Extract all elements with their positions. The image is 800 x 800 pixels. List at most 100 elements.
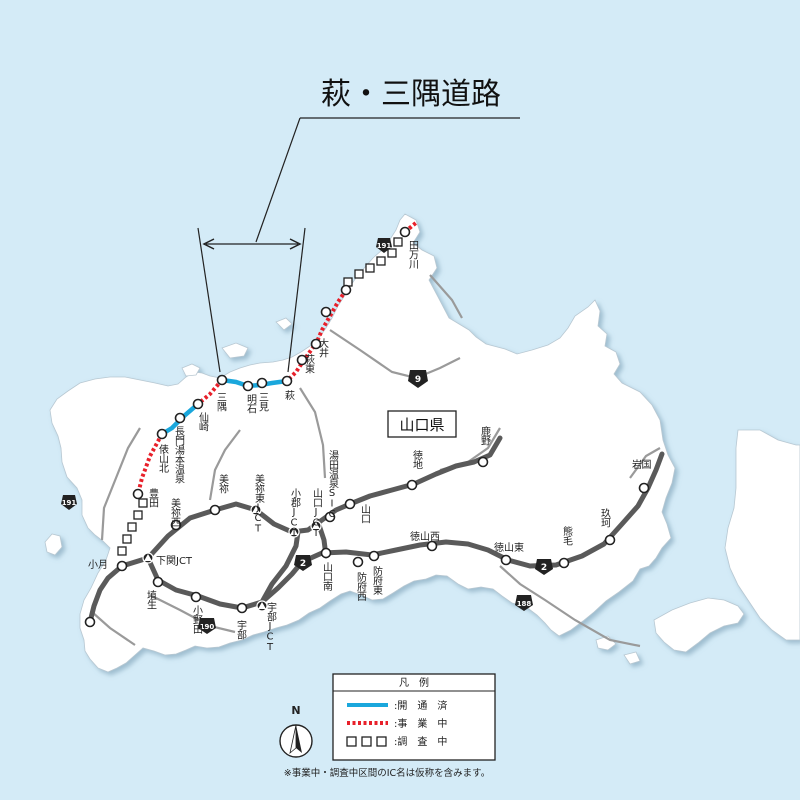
ic-hofu-higashi: [368, 550, 380, 562]
svg-text:191: 191: [62, 499, 77, 507]
construction-oi: [314, 288, 348, 345]
label: 長門湯本温泉: [173, 426, 185, 484]
island-se2: [623, 651, 641, 665]
ic-node: [320, 306, 332, 318]
ic-sw-end: [84, 616, 96, 628]
label: 宇部: [235, 619, 247, 641]
label: 徳山西: [410, 530, 440, 543]
label: 豊田: [147, 487, 159, 508]
ic-kuga: [604, 534, 616, 546]
shield-2-west: 2: [294, 555, 312, 571]
label: 美祢西: [169, 497, 181, 527]
map-title: 萩・三隅道路: [321, 77, 501, 112]
svg-text:188: 188: [517, 600, 532, 608]
label: 埴生: [145, 589, 157, 610]
legend-construction-label: :事 業 中: [394, 717, 447, 730]
label: 明石: [245, 394, 257, 414]
label: 山口: [359, 504, 370, 524]
survey-segments: [117, 237, 403, 556]
svg-text:191: 191: [377, 242, 392, 250]
survey-square: [127, 522, 137, 532]
ic-oi: [310, 338, 322, 350]
survey-square: [376, 256, 386, 266]
ic-yuda: [324, 511, 336, 523]
label: 小郡JCT: [289, 488, 301, 539]
prefecture-box: 山口県: [387, 410, 457, 438]
legend: 凡 例 :開 通 済 :事 業 中 :調 査 中: [332, 673, 496, 761]
callout-right-line: [287, 227, 306, 373]
north-arrow: N: [279, 704, 313, 758]
ic-node: [340, 284, 352, 296]
survey-square: [133, 510, 143, 520]
ic-tawarayama: [156, 428, 168, 440]
route-shields: 191 9 191 2 2 188 190: [61, 238, 553, 634]
expressways: [87, 435, 665, 625]
island-north: [275, 317, 293, 331]
label: 熊毛: [561, 525, 573, 546]
shield-188: 188: [515, 595, 533, 611]
survey-square: [387, 248, 397, 258]
road-central: [299, 387, 327, 479]
ic-ube: [236, 602, 248, 614]
ic-hanyu: [152, 576, 164, 588]
label: 美祢東JCT: [253, 473, 265, 534]
construction-hagi-higashi: [285, 344, 316, 383]
survey-square: [354, 269, 364, 279]
label: 防府東: [371, 565, 383, 596]
survey-square: [365, 263, 375, 273]
label: 防府西: [355, 571, 367, 601]
label: 小野田: [191, 605, 203, 634]
ic-sanmi: [256, 377, 268, 389]
ic-yamaguchi-minami: [320, 547, 332, 559]
label: 下関JCT: [156, 555, 193, 567]
road-9-north: [329, 329, 461, 380]
ic-senzaki: [192, 398, 204, 410]
ic-ozuki: [116, 560, 128, 572]
label: 大井: [317, 337, 329, 359]
survey-square: [393, 237, 403, 247]
label: 萩東: [303, 354, 315, 375]
label: 美祢: [217, 473, 229, 495]
callout-arrow-right: [289, 238, 302, 250]
ic-hagi: [281, 375, 293, 387]
survey-square: [138, 498, 148, 508]
east-land: [724, 429, 800, 641]
road-sw: [91, 611, 136, 646]
ic-kano: [477, 456, 489, 468]
ic-yumoto: [174, 412, 186, 424]
ic-tokuyama-nishi: [426, 540, 438, 552]
construction-tawarayama: [136, 433, 164, 495]
ic-labels: 田万川 大井 萩東 萩 三見 明石 三隅 仙崎 長門湯本温泉 俵山北 豊田 美祢…: [88, 240, 652, 653]
label: 田万川: [407, 240, 419, 269]
open-hagi-misumi: [219, 377, 290, 389]
label: 山口JCT: [311, 488, 322, 539]
shield-191-west: 191: [61, 495, 77, 510]
label: 三見: [257, 392, 269, 412]
ic-toyota: [132, 488, 144, 500]
svg-text:190: 190: [200, 623, 215, 631]
road-190: [149, 594, 236, 634]
ic-hofu-nishi: [352, 556, 364, 568]
survey-square: [117, 546, 127, 556]
interchanges: [84, 226, 650, 628]
legend-open-label: :開 通 済: [394, 699, 447, 712]
road-mine-north: [208, 429, 241, 501]
road-188: [499, 565, 641, 648]
construction-tamagawa: [403, 220, 419, 234]
ic-mine-nishi: [170, 519, 182, 531]
svg-text:2: 2: [541, 563, 547, 573]
ic-tokuyama-higashi: [500, 554, 512, 566]
legend-heading: 凡 例: [399, 676, 429, 689]
survey-square: [122, 534, 132, 544]
jct-mine-higashi: [250, 504, 262, 516]
shield-191-north: 191: [376, 238, 392, 253]
shimonoseki-link: [87, 563, 125, 625]
ic-kumage: [558, 557, 570, 569]
prefecture-label: 山口県: [399, 416, 444, 434]
label: 俵山北: [157, 443, 169, 473]
label: 湯田温泉SIC: [327, 449, 339, 520]
label: 徳地: [411, 449, 423, 470]
ic-yamaguchi: [344, 498, 356, 510]
ic-onoda: [190, 591, 202, 603]
